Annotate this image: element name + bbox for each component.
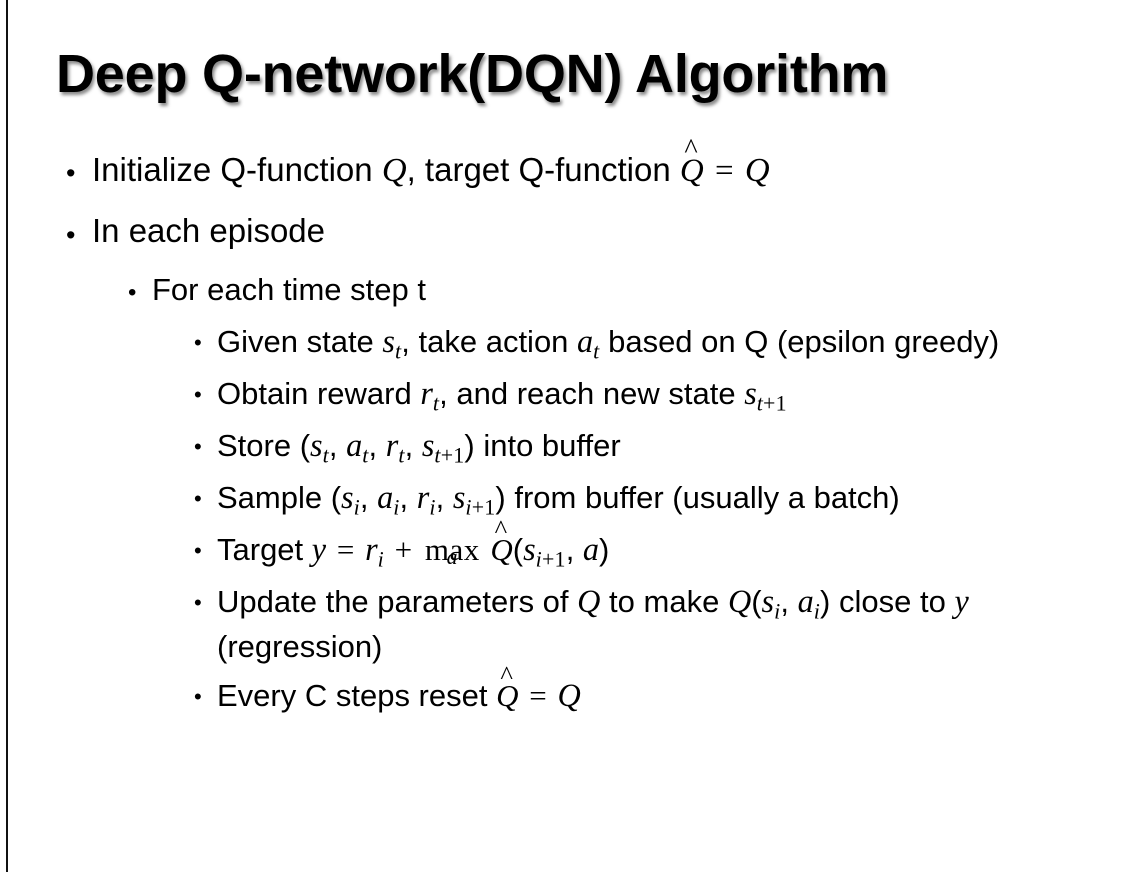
bullet-marker-icon: • [66, 158, 76, 188]
math-symbol: rt [420, 375, 440, 416]
math-symbol: y [311, 531, 327, 568]
math-symbol-hat: ^Q [490, 513, 513, 568]
math-symbol: st [382, 323, 402, 364]
math-subscript: i [774, 598, 781, 624]
math-subscript: i [377, 546, 384, 572]
math-subscript: i [813, 598, 821, 624]
bullet-text: Sample (si, ai, ri, si+1) from buffer (u… [217, 479, 900, 520]
bullet-marker-icon: • [194, 538, 202, 564]
bullet-marker-icon: • [194, 590, 202, 616]
math-subscript: t [362, 442, 369, 468]
math-symbol-hat: ^Q [496, 659, 519, 714]
page-title: Deep Q-network(DQN) Algorithm [56, 44, 889, 104]
bullet-text: For each time step t [152, 271, 426, 307]
bullet-text: Store (st, at, rt, st+1) into buffer [217, 427, 621, 468]
bullet-text: Initialize Q-function Q, target Q-functi… [92, 133, 1124, 193]
math-symbol: ai [377, 479, 400, 520]
bullet-item-obtain-reward: • Obtain reward rt, and reach new state s… [0, 372, 1124, 418]
math-subscript: i+1 [535, 546, 566, 572]
math-symbol: Q [727, 583, 752, 620]
bullet-item-in-each-episode: • In each episode [0, 210, 1124, 253]
hat-accent: ^ [684, 133, 698, 165]
math-subscript: i [393, 494, 400, 520]
bullet-item-given-state-take-action: •Given state st, take action at based on… [0, 320, 1124, 366]
math-symbol: y [954, 583, 969, 620]
math-under-script: a [446, 545, 459, 570]
math-subscript: t+1 [756, 390, 787, 416]
bullet-text: Obtain reward rt, and reach new state st… [217, 375, 787, 416]
math-subscript: i+1 [465, 494, 496, 520]
bullet-marker-icon: • [194, 434, 202, 460]
bullet-marker-icon: • [194, 330, 202, 356]
math-symbol-hat: ^Q [679, 133, 704, 189]
math-symbol: at [346, 427, 369, 468]
bullet-item-for-each-time-step: • For each time step t [0, 270, 1124, 310]
math-symbol: si+1 [523, 531, 566, 572]
math-subscript: i [429, 494, 436, 520]
math-symbol: ri [416, 479, 436, 520]
math-symbol: at [577, 323, 600, 364]
bullet-item-update-parameters: • Update the parameters of Q to make Q(si… [0, 580, 1124, 668]
math-subscript: t [398, 442, 405, 468]
math-subscript: t [394, 338, 402, 364]
math-operator: = [706, 153, 742, 189]
math-operator: = [329, 532, 363, 568]
math-symbol: Q [381, 151, 407, 189]
bullet-list: • Initialize Q-function Q, target Q-funct… [0, 133, 1124, 723]
math-symbol: Q [744, 151, 770, 189]
bullet-text: Given state st, take action at based on … [217, 323, 1000, 364]
math-operator: + [386, 532, 420, 568]
bullet-text: Update the parameters of Q to make Q(si,… [217, 583, 969, 665]
bullet-text: In each episode [92, 211, 326, 249]
math-subscript: t [593, 338, 600, 364]
math-subscript: t [322, 442, 329, 468]
math-symbol: ai [797, 583, 821, 624]
math-symbol: rt [385, 427, 405, 468]
math-subscript: i [353, 494, 360, 520]
bullet-marker-icon: • [194, 486, 202, 512]
bullet-marker-icon: • [66, 219, 76, 250]
math-symbol: si [761, 583, 781, 624]
bullet-text: Every C steps reset ^Q = Q [217, 659, 1124, 717]
math-symbol: st [310, 427, 329, 468]
bullet-marker-icon: • [194, 382, 202, 408]
bullet-item-initialize-q-function: • Initialize Q-function Q, target Q-funct… [0, 133, 1124, 193]
bullet-marker-icon: • [128, 278, 137, 306]
bullet-item-store-into-buffer: • Store (st, at, rt, st+1) into buffer [0, 424, 1124, 470]
math-symbol: si [341, 479, 360, 520]
slide-left-border [6, 0, 8, 872]
math-symbol: ri [365, 531, 384, 572]
math-symbol: st+1 [744, 375, 787, 416]
bullet-item-every-c-steps-reset: • Every C steps reset ^Q = Q [0, 659, 1124, 717]
math-symbol: Q [557, 677, 581, 714]
math-subscript: t+1 [434, 442, 465, 468]
math-symbol: a [582, 531, 600, 568]
math-symbol: Q [577, 583, 601, 620]
math-symbol: si+1 [452, 479, 496, 520]
bullet-marker-icon: • [194, 684, 202, 710]
math-subscript: t [432, 390, 440, 416]
math-symbol: st+1 [421, 427, 465, 468]
bullet-item-sample-from-buffer: • Sample (si, ai, ri, si+1) from buffer (… [0, 476, 1124, 522]
math-operator: = [521, 678, 555, 714]
